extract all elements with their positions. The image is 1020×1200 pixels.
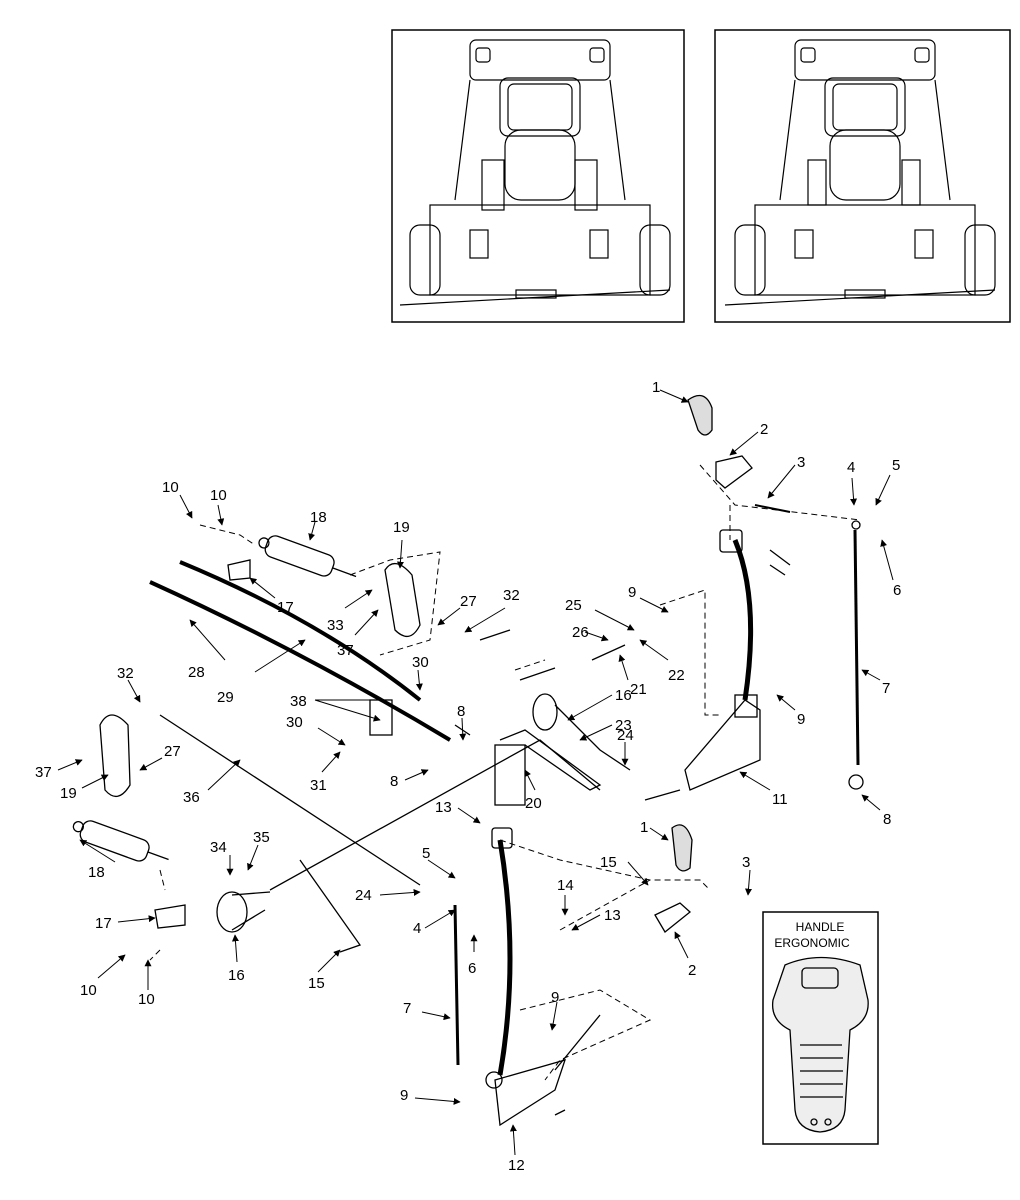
callout-leaders: [57, 389, 894, 1156]
callout-7: 7: [403, 1000, 411, 1017]
callout-11: 11: [772, 791, 788, 808]
callout-1: 1: [652, 379, 660, 396]
callout-15: 15: [600, 854, 617, 871]
callout-30: 30: [412, 654, 429, 671]
callout-32: 32: [503, 587, 520, 604]
callout-8: 8: [883, 811, 891, 828]
callout-22: 22: [668, 667, 685, 684]
callout-32: 32: [117, 665, 134, 682]
callout-33: 33: [327, 617, 344, 634]
callout-24: 24: [355, 887, 372, 904]
callout-6: 6: [468, 960, 476, 977]
callout-9: 9: [628, 584, 636, 601]
callout-17: 17: [277, 599, 294, 616]
callout-10: 10: [138, 991, 155, 1008]
callout-34: 34: [210, 839, 227, 856]
callout-17: 17: [95, 915, 112, 932]
callout-9: 9: [551, 989, 559, 1006]
callout-35: 35: [253, 829, 270, 846]
callout-18: 18: [88, 864, 105, 881]
callout-3: 3: [797, 454, 805, 471]
callout-30: 30: [286, 714, 303, 731]
callout-27: 27: [164, 743, 181, 760]
callout-5: 5: [892, 457, 900, 474]
callout-24: 24: [617, 727, 634, 744]
callout-9: 9: [797, 711, 805, 728]
callout-6: 6: [893, 582, 901, 599]
callout-36: 36: [183, 789, 200, 806]
inset-loader-standard: [391, 29, 685, 323]
callout-7: 7: [882, 680, 890, 697]
callout-13: 13: [435, 799, 452, 816]
callout-14: 14: [557, 877, 574, 894]
callout-19: 19: [393, 519, 410, 536]
callout-4: 4: [413, 920, 421, 937]
callout-16: 16: [228, 967, 245, 984]
callout-13: 13: [604, 907, 621, 924]
callout-4: 4: [847, 459, 855, 476]
callout-8: 8: [457, 703, 465, 720]
callout-2: 2: [760, 421, 768, 438]
callout-2: 2: [688, 962, 696, 979]
callout-28: 28: [188, 664, 205, 681]
callout-1: 1: [640, 819, 648, 836]
callout-12: 12: [508, 1157, 525, 1174]
callout-16: 16: [615, 687, 632, 704]
callout-5: 5: [422, 845, 430, 862]
callout-27: 27: [460, 593, 477, 610]
callout-19: 19: [60, 785, 77, 802]
callout-10: 10: [210, 487, 227, 504]
inset-loader-ergonomic: [714, 29, 1011, 323]
callout-9: 9: [400, 1087, 408, 1104]
callout-23: 23: [615, 717, 632, 734]
callout-8: 8: [390, 773, 398, 790]
callout-25: 25: [565, 597, 582, 614]
inset-title-line1: HANDLE: [796, 920, 845, 934]
ergonomic-handle-icon: [771, 956, 869, 1133]
callout-20: 20: [525, 795, 542, 812]
callout-3: 3: [742, 854, 750, 871]
callout-10: 10: [80, 982, 97, 999]
callout-18: 18: [310, 509, 327, 526]
callout-21: 21: [630, 681, 647, 698]
control-linkage-assembly: [72, 394, 864, 1127]
callout-38: 38: [290, 693, 307, 710]
callout-10: 10: [162, 479, 179, 496]
callout-37: 37: [337, 642, 354, 659]
callout-31: 31: [310, 777, 327, 794]
inset-title-line2: ERGONOMIC: [774, 936, 850, 950]
inset-handle-ergonomic: HANDLE ERGONOMIC: [762, 911, 879, 1145]
callout-15: 15: [308, 975, 325, 992]
callout-37: 37: [35, 764, 52, 781]
callout-labels: 1 2 3 4 5 6 7 8 9 9 11 10 10 18 17 19 33…: [35, 379, 901, 1174]
callout-29: 29: [217, 689, 234, 706]
callout-26: 26: [572, 624, 589, 641]
